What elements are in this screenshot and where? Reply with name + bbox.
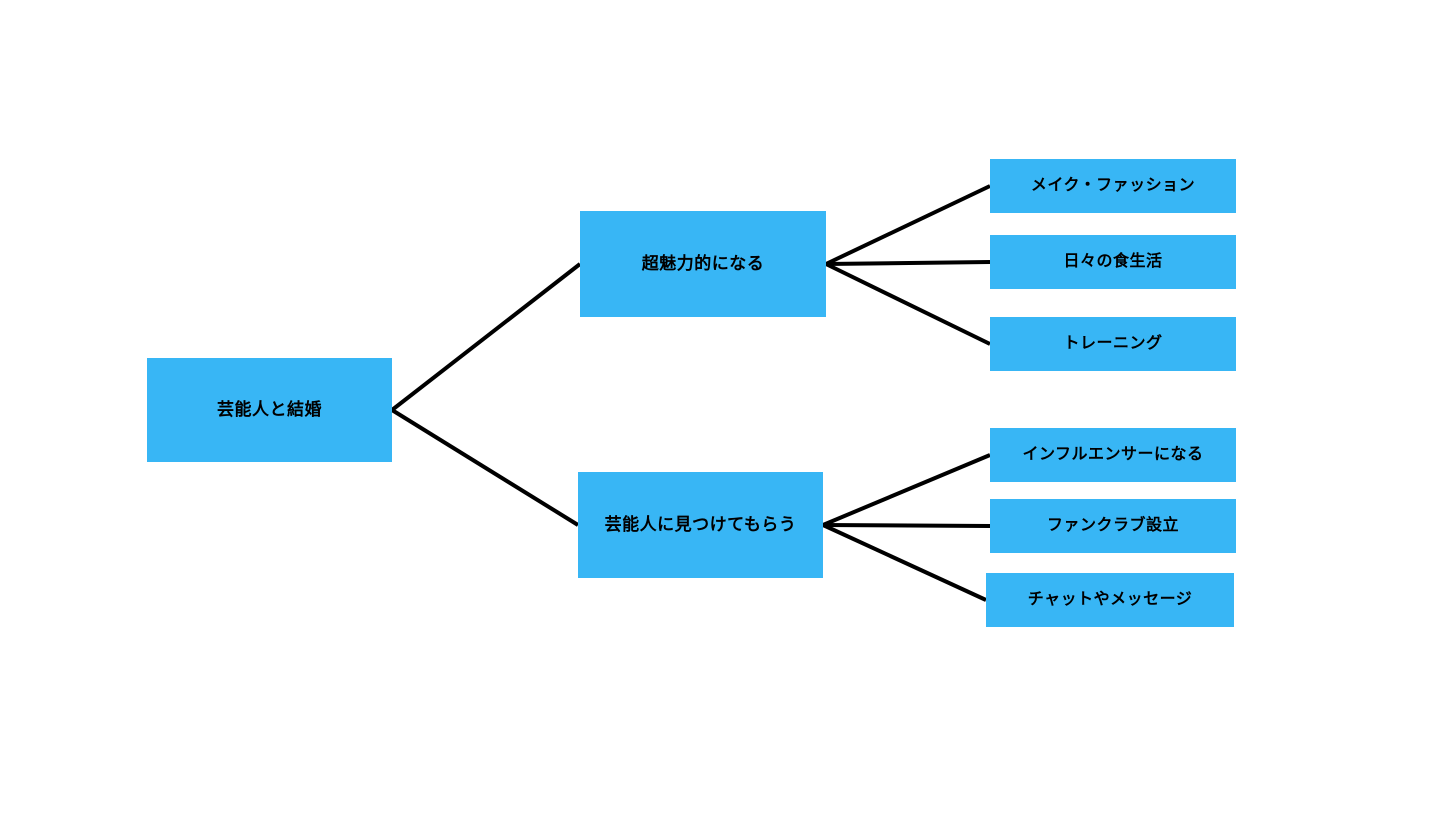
node-branch-branch-2[interactable]: 芸能人に見つけてもらう: [578, 472, 823, 578]
edge-branch-1-to-leaf-1-1: [825, 184, 991, 266]
node-leaf-leaf-2-1[interactable]: インフルエンサーになる: [990, 428, 1236, 482]
node-leaf-leaf-2-2[interactable]: ファンクラブ設立: [990, 499, 1236, 553]
edge-branch-1-to-leaf-1-3: [825, 262, 991, 346]
node-leaf-leaf-1-1[interactable]: メイク・ファッション: [990, 159, 1236, 213]
edge-branch-2-to-leaf-2-3: [822, 523, 987, 602]
edge-branch-2-to-leaf-2-1: [822, 453, 991, 527]
node-branch-branch-1[interactable]: 超魅力的になる: [580, 211, 826, 317]
node-leaf-leaf-1-2[interactable]: 日々の食生活: [990, 235, 1236, 289]
node-leaf-leaf-1-3[interactable]: トレーニング: [990, 317, 1236, 371]
node-root-root[interactable]: 芸能人と結婚: [147, 358, 392, 462]
edge-root-to-branch-2: [390, 408, 580, 527]
node-leaf-leaf-2-3[interactable]: チャットやメッセージ: [986, 573, 1234, 627]
edge-root-to-branch-1: [390, 262, 582, 412]
edge-branch-2-to-leaf-2-2: [822, 523, 991, 528]
edge-branch-1-to-leaf-1-2: [825, 260, 991, 266]
